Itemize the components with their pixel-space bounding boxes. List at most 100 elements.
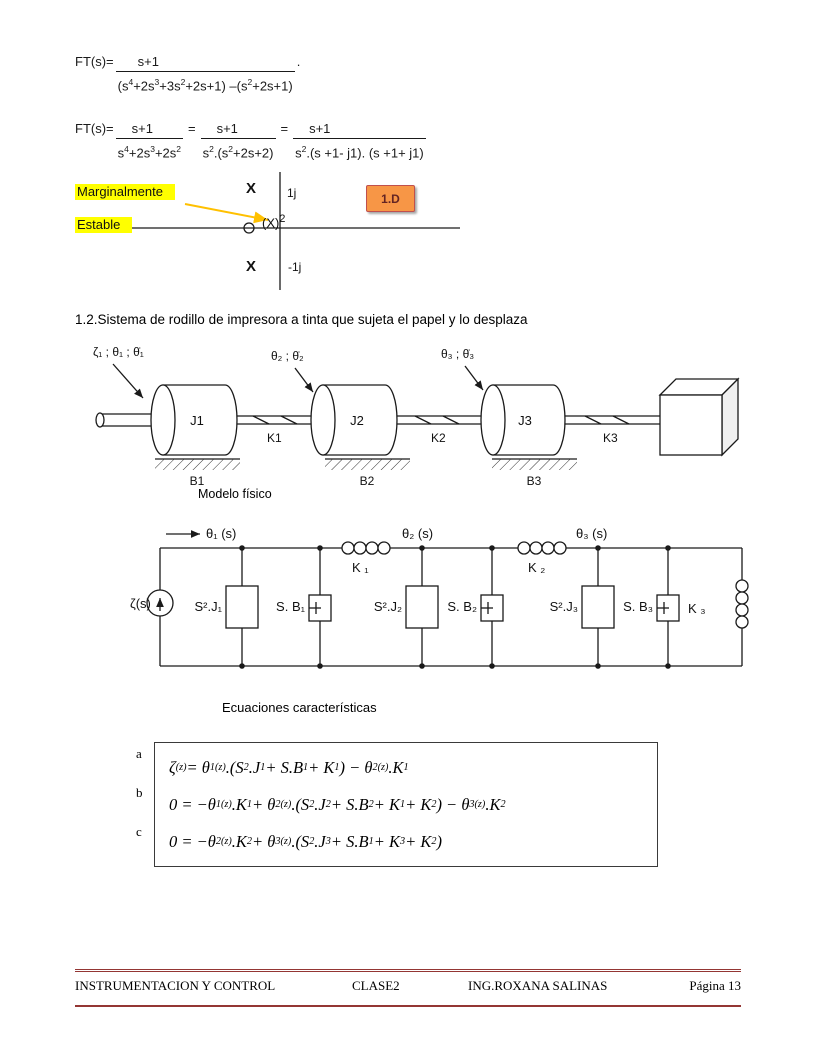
rotor-j1	[150, 384, 238, 456]
impedance-s2j2-label: S².J₂	[374, 599, 402, 614]
equation-tags: a b c	[136, 742, 154, 867]
current-source	[146, 548, 174, 666]
rotor-j2-label: J2	[350, 413, 364, 428]
inductor-k2	[517, 541, 567, 555]
ft1-numerator: s+1	[115, 53, 295, 72]
physical-model: J1 K1 J2 K2	[85, 340, 745, 500]
theta3-label: θ₃ ; θ̇₃	[441, 347, 474, 361]
marginally-label: Marginalmente	[75, 184, 175, 200]
origin-circle-mark	[243, 222, 255, 234]
theta2-node-label: θ₂ (s)	[402, 526, 433, 541]
theta2-label: θ₂ ; θ̇₂	[271, 349, 304, 363]
damper-b2-label: B2	[360, 474, 375, 488]
double-pole-origin: (X)2	[262, 213, 286, 231]
impedance-sb1-label: S. B₁	[276, 599, 306, 614]
equation-tag-b: b	[136, 785, 143, 800]
shaft-k2-label: K2	[431, 431, 446, 445]
footer-separator	[75, 969, 741, 972]
load-block	[658, 377, 740, 457]
source-label: ζ(s)	[130, 596, 151, 611]
transfer-function-1: FT(s)= s+1 (s4+2s3+3s2+2s+1) –(s2+2s+1) …	[75, 53, 300, 94]
pole-lower-value: -1j	[288, 260, 302, 274]
input-angle-arrow	[112, 363, 144, 399]
ft2-den-2: s2.(s2+2s+2)	[202, 144, 274, 161]
shaft-k3-label: K3	[603, 431, 618, 445]
circuit-analog: ζ(s) θ₁ (s) S².J₁ S. B₁	[130, 518, 780, 696]
footer-class: CLASE2	[352, 978, 400, 993]
ft2-label: FT(s)=	[75, 121, 114, 136]
inductor-k1	[341, 541, 391, 555]
theta2-arrow	[294, 367, 314, 393]
ft2-fraction-3: s+1 s2.(s +1- j1). (s +1+ j1)	[293, 120, 426, 161]
ft1-denominator: (s4+2s3+3s2+2s+1) –(s2+2s+1)	[117, 77, 293, 94]
ft2-fraction-2: s+1 s2.(s2+2s+2)	[200, 120, 276, 161]
yellow-annotation-arrow	[184, 203, 269, 224]
equations-title: Ecuaciones características	[222, 700, 377, 715]
footer-author: ING.ROXANA SALINAS	[468, 978, 608, 993]
ft2-den-3: s2.(s +1- j1). (s +1+ j1)	[295, 144, 424, 161]
ft1-period: .	[296, 54, 301, 69]
branch-sb1	[308, 548, 332, 666]
impedance-s2j1-label: S².J₁	[195, 599, 223, 614]
shaft-k3	[565, 415, 660, 425]
circuit-figure: ζ(s) θ₁ (s) S².J₁ S. B₁	[130, 526, 749, 669]
theta3-arrow	[464, 365, 484, 391]
footer-page-number: Página 13	[689, 978, 741, 993]
pole-zero-axes	[118, 172, 460, 290]
physical-model-figure: J1 K1 J2 K2	[93, 345, 740, 488]
branch-s2j2	[405, 548, 439, 666]
inductor-k3-label: K ₃	[688, 601, 706, 616]
rotor-j2	[310, 384, 398, 456]
shaft-k1-label: K1	[267, 431, 282, 445]
transfer-function-2: FT(s)= s+1 s4+2s3+2s2 = s+1 s2.(s2+2s+2)…	[75, 120, 428, 161]
shaft-k1	[237, 415, 311, 425]
ft2-num-1: s+1	[115, 120, 183, 139]
junction-nodes	[239, 545, 671, 669]
inductor-k1-label: K ₁	[352, 560, 369, 575]
branch-sb3	[656, 548, 680, 666]
shaft-k2	[397, 415, 481, 425]
pole-upper-value: 1j	[287, 186, 297, 200]
branch-s2j1	[225, 548, 259, 666]
ft1-label: FT(s)=	[75, 54, 114, 69]
equals-sign: =	[280, 121, 289, 136]
equation-tag-c: c	[136, 824, 142, 839]
pole-zero-diagram: Marginalmente Estable X 1j (X)2 X -1j 1.…	[70, 168, 490, 303]
ft2-num-3: s+1	[293, 120, 426, 139]
rotor-j3	[480, 384, 566, 456]
impedance-sb2-label: S. B₂	[447, 599, 477, 614]
equals-sign: =	[188, 121, 196, 136]
branch-sb2	[480, 548, 504, 666]
theta3-node-label: θ₃ (s)	[576, 526, 607, 541]
impedance-s2j3-label: S².J₃	[550, 599, 578, 614]
ft2-den-1: s4+2s3+2s2	[117, 144, 181, 161]
damper-b3	[492, 458, 577, 470]
damper-b2	[325, 458, 410, 470]
rotor-j1-label: J1	[190, 413, 204, 428]
ft2-fraction-1: s+1 s4+2s3+2s2	[115, 120, 183, 161]
pole-upper-mark: X	[246, 180, 257, 197]
stable-label: Estable	[75, 217, 133, 233]
ft1-fraction: s+1 (s4+2s3+3s2+2s+1) –(s2+2s+1)	[115, 53, 295, 94]
section-heading: 1.2.Sistema de rodillo de impresora a ti…	[75, 312, 528, 327]
impedance-sb3-label: S. B₃	[623, 599, 653, 614]
rotor-j3-label: J3	[518, 413, 532, 428]
damper-b3-label: B3	[527, 474, 542, 488]
theta1-node-label: θ₁ (s)	[206, 526, 236, 541]
physical-model-caption: Modelo físico	[198, 487, 272, 501]
ft2-num-2: s+1	[200, 120, 276, 139]
inductor-k3	[735, 548, 749, 666]
damper-b1-label: B1	[190, 474, 205, 488]
footer-bottom-line	[75, 1005, 741, 1007]
pole-lower-mark: X	[246, 258, 257, 275]
footer-course: INSTRUMENTACION Y CONTROL	[75, 978, 276, 993]
branch-s2j3	[581, 548, 615, 666]
figure-badge: 1.D	[366, 185, 415, 212]
input-angle-label: ζ₁ ; θ₁ ; θ̇₁	[93, 345, 144, 359]
inductor-k2-label: K ₂	[528, 560, 545, 575]
